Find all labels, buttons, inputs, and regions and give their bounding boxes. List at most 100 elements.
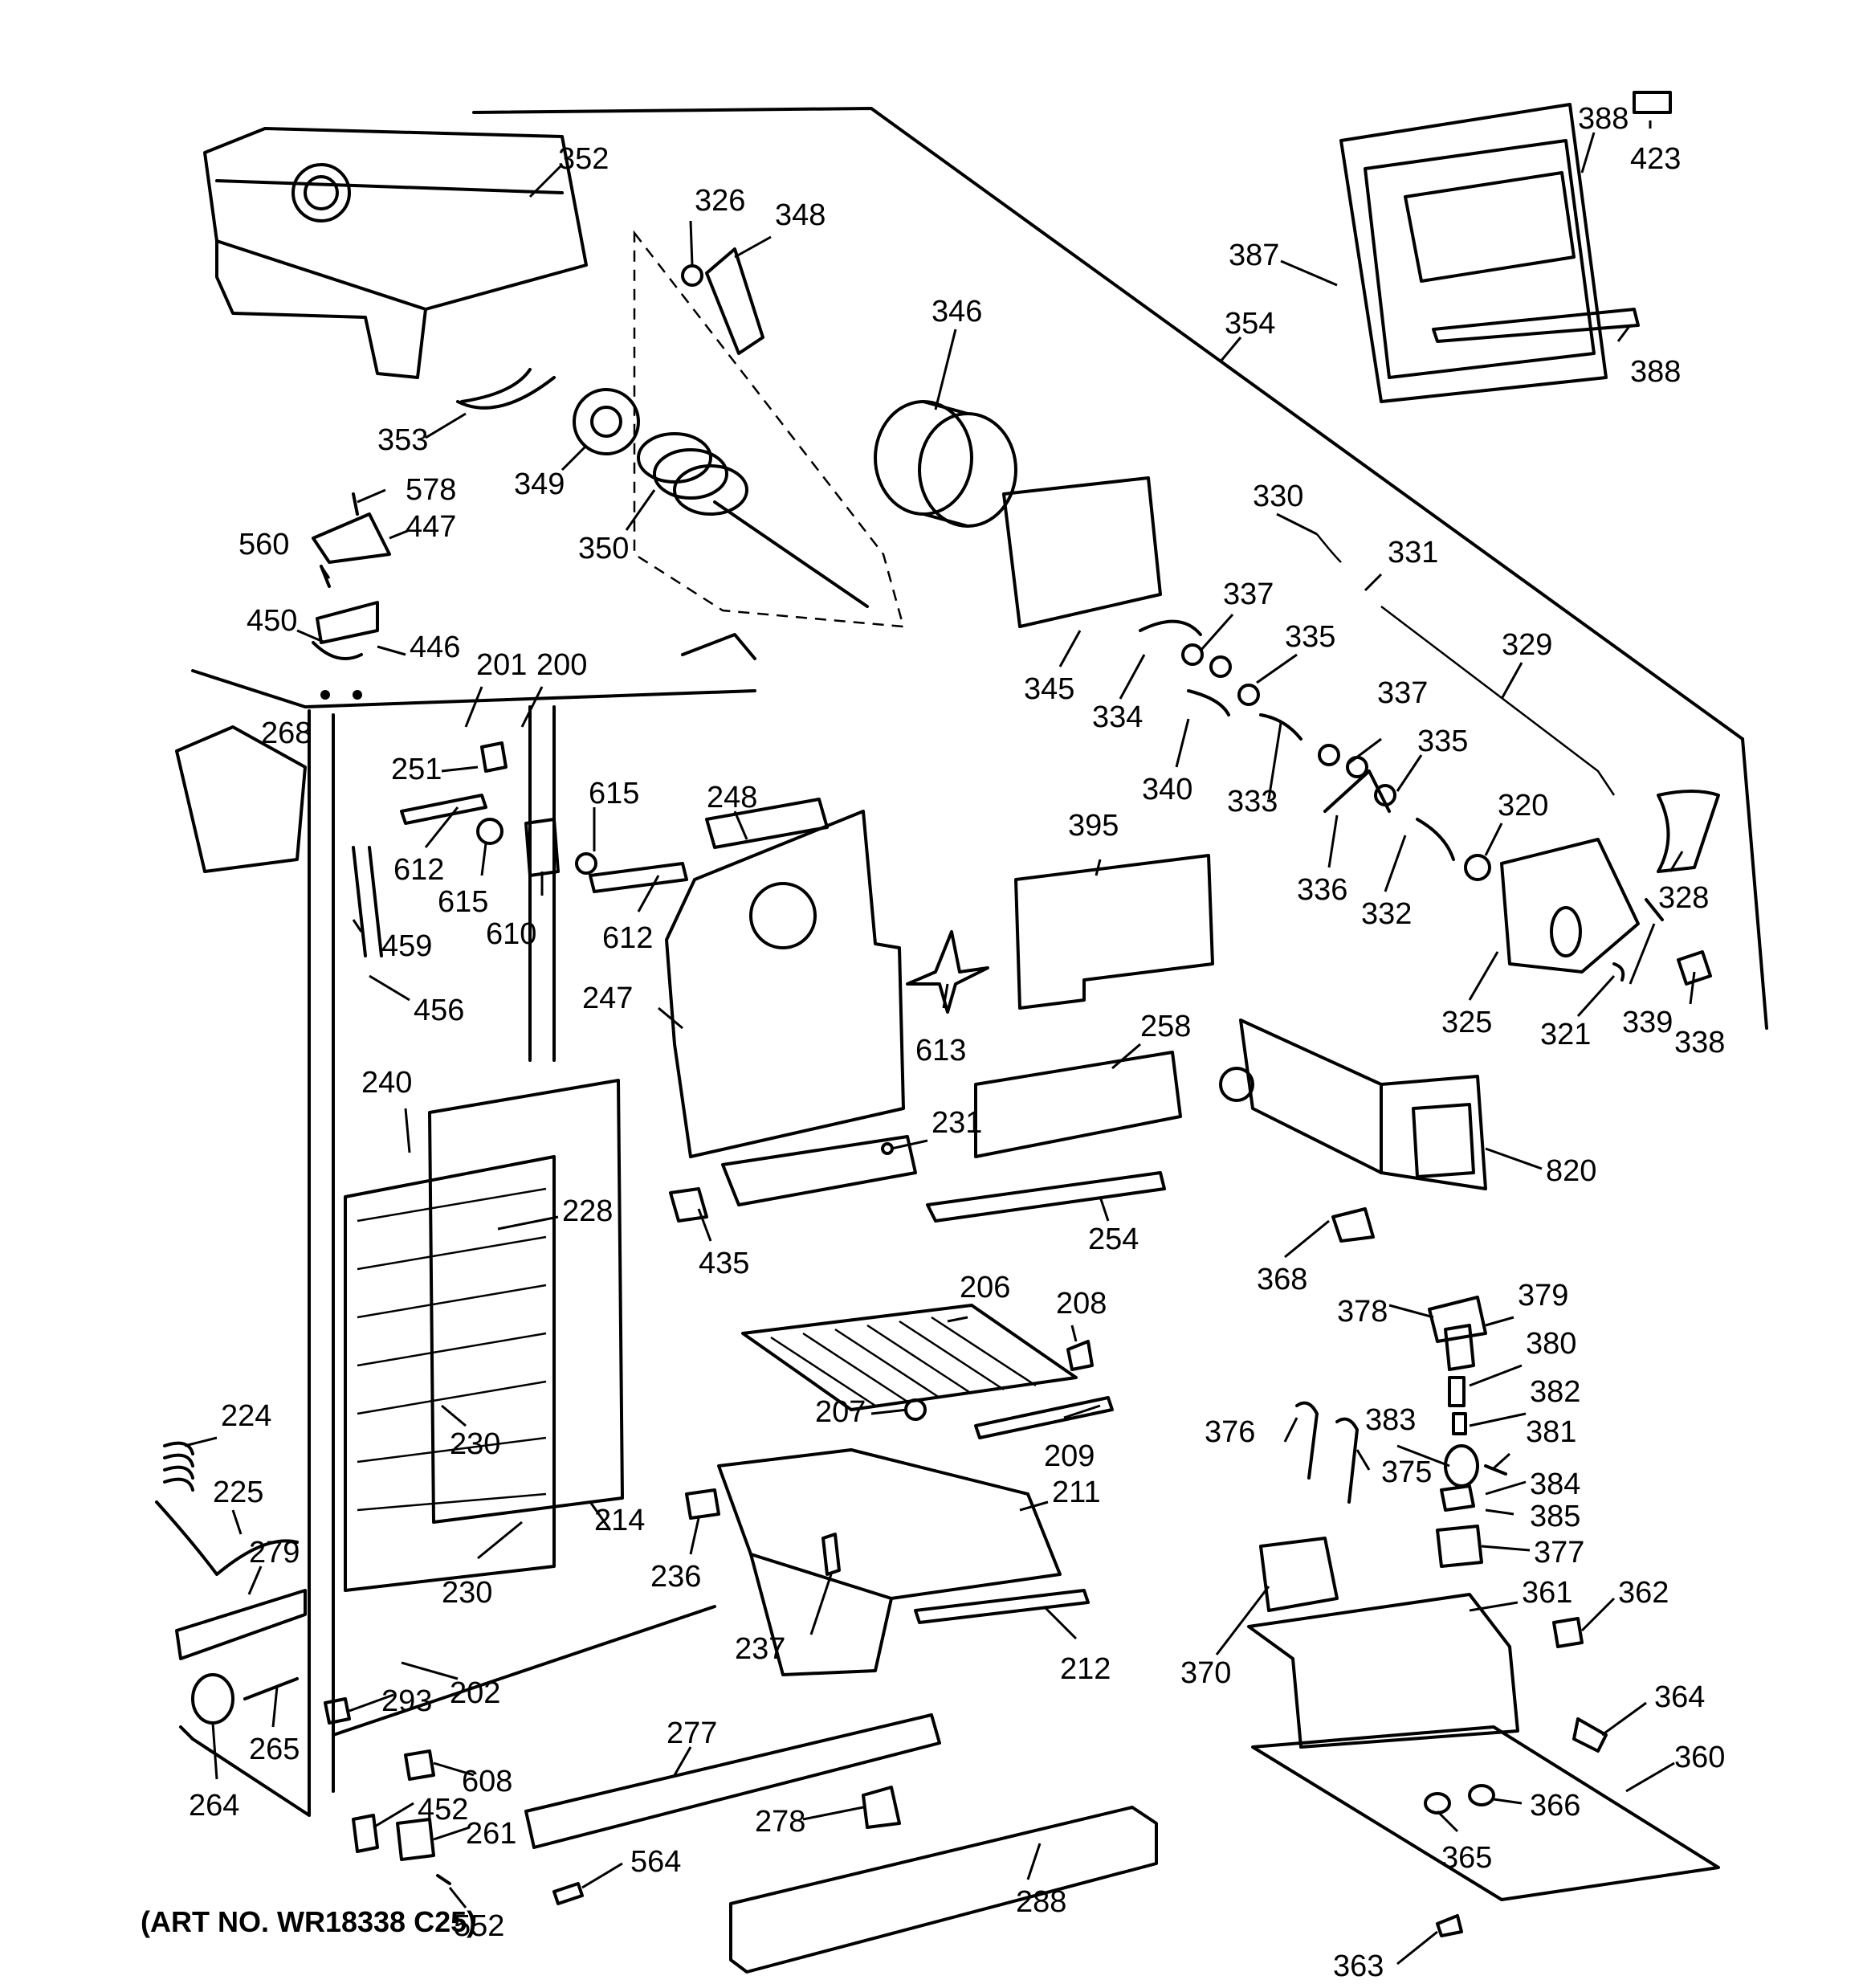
callout-615-left: 615: [438, 885, 488, 919]
callout-613: 613: [915, 1034, 966, 1067]
callout-447: 447: [406, 510, 456, 544]
callout-446: 446: [410, 631, 460, 664]
callout-560: 560: [238, 528, 289, 561]
callout-354: 354: [1225, 307, 1275, 341]
rail-277-drawing: [524, 1713, 941, 1849]
callout-265: 265: [249, 1733, 300, 1766]
callout-339: 339: [1622, 1006, 1673, 1039]
bracket-435-drawing: [669, 1187, 708, 1223]
sensor-375-drawing: [1335, 1417, 1359, 1504]
callout-333: 333: [1227, 785, 1278, 818]
callout-332: 332: [1361, 897, 1412, 931]
callout-364: 364: [1654, 1680, 1705, 1714]
door-387-drawing: [1339, 103, 1640, 403]
washer-326-drawing: [681, 264, 703, 287]
light-bracket-parts-drawing: [400, 741, 688, 893]
callout-377: 377: [1534, 1536, 1584, 1570]
evaporator-drawing: [344, 1079, 624, 1592]
callout-349: 349: [514, 467, 565, 501]
hinge-261-drawing: [396, 1818, 435, 1861]
callout-459: 459: [381, 929, 432, 963]
callout-365: 365: [1441, 1841, 1492, 1875]
callout-237: 237: [735, 1632, 785, 1666]
callout-320: 320: [1498, 789, 1548, 823]
callout-258: 258: [1140, 1010, 1191, 1043]
callout-251: 251: [391, 753, 442, 786]
callout-240: 240: [361, 1066, 412, 1100]
callout-363: 363: [1333, 1949, 1384, 1983]
screw-564-drawing: [552, 1882, 584, 1905]
drum-346-drawing: [874, 400, 1017, 528]
callout-248: 248: [707, 781, 757, 814]
cylinder-264-drawing: [191, 1673, 234, 1725]
shelf-206-drawing: [741, 1304, 1078, 1411]
callout-293: 293: [381, 1684, 432, 1718]
callout-231: 231: [932, 1106, 982, 1140]
callout-395: 395: [1068, 809, 1119, 843]
callout-230-lower: 230: [442, 1576, 492, 1610]
callout-278: 278: [755, 1805, 805, 1839]
duct-247-drawing: [665, 798, 917, 1206]
callout-452: 452: [418, 1793, 468, 1827]
callout-375: 375: [1381, 1455, 1432, 1489]
clip-208-drawing: [1066, 1340, 1094, 1371]
bracket-345-drawing: [1002, 476, 1162, 628]
callout-337-bottom: 337: [1377, 676, 1428, 710]
callout-610: 610: [486, 917, 536, 951]
callout-383: 383: [1365, 1403, 1416, 1437]
callout-225: 225: [213, 1476, 263, 1509]
callout-366: 366: [1530, 1789, 1580, 1823]
frame-line-354-side: [1741, 737, 1768, 1030]
callout-328: 328: [1658, 881, 1709, 915]
callout-456: 456: [414, 994, 464, 1027]
callout-236: 236: [650, 1560, 701, 1594]
callout-388-bottom: 388: [1630, 355, 1681, 389]
plug-423-drawing: [1633, 91, 1672, 114]
callout-337-top: 337: [1223, 578, 1274, 611]
callout-334: 334: [1092, 700, 1143, 734]
callout-279: 279: [249, 1536, 300, 1570]
callout-612-right: 612: [602, 921, 653, 955]
callout-345: 345: [1024, 672, 1074, 706]
sensor-376-drawing: [1295, 1401, 1319, 1480]
callout-254: 254: [1088, 1223, 1139, 1256]
leader-lines: [184, 120, 1696, 1966]
icemaker-820-drawing: [1219, 1018, 1487, 1190]
callout-352: 352: [558, 142, 609, 176]
callout-338: 338: [1674, 1026, 1725, 1059]
motor-370-drawing: [1259, 1537, 1339, 1612]
callout-388-top: 388: [1578, 102, 1629, 136]
callout-325: 325: [1441, 1006, 1492, 1039]
bracket-293-drawing: [324, 1697, 351, 1725]
grille-288-drawing: [729, 1806, 1158, 1974]
callout-228: 228: [562, 1194, 613, 1228]
callout-214: 214: [594, 1504, 645, 1537]
callout-335-bottom: 335: [1417, 725, 1468, 758]
callout-381: 381: [1526, 1415, 1576, 1449]
callout-331: 331: [1388, 536, 1438, 569]
callout-346: 346: [932, 295, 982, 329]
callout-612-left: 612: [393, 853, 444, 887]
callout-340: 340: [1142, 773, 1192, 806]
callout-423: 423: [1630, 142, 1681, 176]
callout-207: 207: [815, 1395, 866, 1429]
line-art: [155, 91, 1768, 1974]
callout-321: 321: [1540, 1018, 1591, 1051]
dispenser-housing-drawing: [1247, 1593, 1720, 1937]
wire-353-drawing: [456, 376, 556, 410]
cover-395-drawing: [1014, 854, 1214, 1010]
callout-379: 379: [1518, 1279, 1568, 1312]
callout-564: 564: [630, 1845, 681, 1879]
callout-230-upper: 230: [450, 1427, 500, 1461]
liner-drawing: [179, 633, 756, 1817]
plate-452-drawing: [352, 1814, 379, 1853]
valve-378-drawing: [1444, 1324, 1475, 1371]
callout-450: 450: [247, 604, 297, 638]
frame-line-354: [472, 107, 1744, 741]
screw-552-drawing: [436, 1874, 451, 1885]
callout-261: 261: [466, 1817, 516, 1851]
auger-assembly-drawing: [573, 388, 869, 608]
callout-211: 211: [1052, 1476, 1101, 1509]
